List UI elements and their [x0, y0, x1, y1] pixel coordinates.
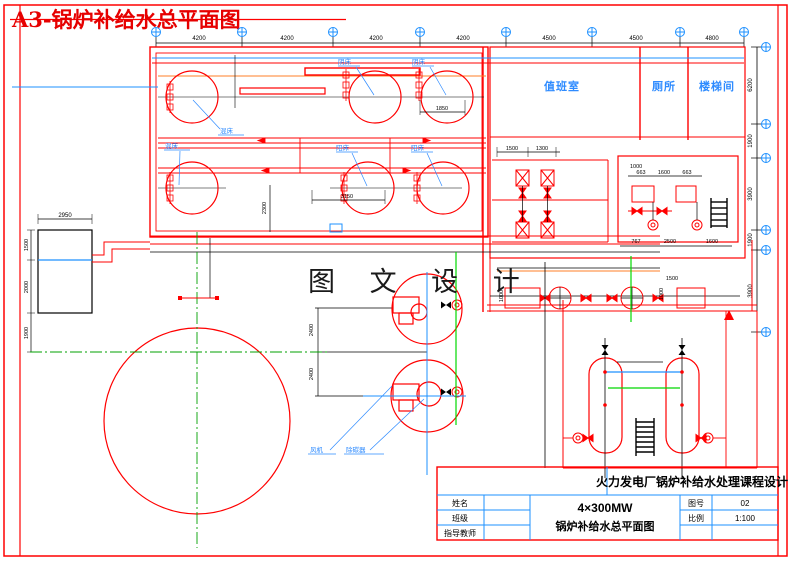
anion-bed-label: 阴床	[412, 57, 426, 66]
hall-pipe-bands	[158, 137, 486, 174]
name-label: 姓名	[452, 498, 468, 508]
hall-dimensions: 1850 3150 2300	[262, 100, 466, 232]
pump-room-dims: 1500 1300	[496, 146, 560, 157]
decarbonator-label: 除碳器	[346, 445, 366, 454]
dim-right-4: 1900	[748, 233, 754, 247]
cation-bed-label: 阳床	[411, 143, 425, 152]
right-dimension-chain: 6200 1900 3900 1900 3900	[748, 42, 771, 337]
dim-2400b: 2400	[309, 368, 315, 380]
room-toilet-label: 厕所	[652, 79, 676, 93]
dim-top-3: 4200	[369, 36, 383, 42]
title-block: 火力发电厂锅炉补给水处理课程设计 姓名 班级 指导教师 4×300MW 锅炉补给…	[436, 466, 788, 541]
dim-top-1: 4200	[192, 36, 206, 42]
fan-label: 风机	[310, 445, 324, 454]
dim-right-3: 3900	[748, 187, 754, 201]
dim-2400a: 2400	[309, 324, 315, 336]
pump-room	[492, 159, 609, 243]
left-water-tank: 2950 1500 2000 1900	[24, 213, 150, 353]
mixed-bed-label: 混床	[220, 126, 234, 135]
sheet-title: A3-锅炉补给水总平面图	[11, 7, 241, 32]
dim-right-2: 1900	[748, 134, 754, 148]
decarbonator-area: 2400 2400 风机 除碳器	[308, 252, 632, 475]
room-stairwell-label: 楼梯间	[699, 79, 735, 93]
dim-top-5: 4500	[542, 36, 556, 42]
stair-ladder	[710, 198, 728, 228]
sheet-frame	[3, 4, 788, 557]
dim-1600: 1600	[658, 170, 670, 176]
scale-value: 1:100	[735, 514, 756, 523]
dim-2950: 2950	[58, 213, 72, 219]
top-dimension-chain: 4200 4200 4200 4200 4500 4500 4800	[151, 27, 749, 47]
blue-duct-marker	[329, 223, 343, 233]
dim-top-4: 4200	[456, 36, 470, 42]
capsule-ladder	[635, 418, 655, 456]
dim-1500g: 1500	[666, 276, 678, 282]
dim-right-5: 3900	[748, 284, 754, 298]
drawing-number-label: 图号	[688, 499, 704, 508]
bed-vessels	[165, 70, 474, 215]
dim-top-7: 4800	[705, 36, 719, 42]
dim-2300: 2300	[262, 202, 268, 214]
dim-1000: 1000	[630, 164, 642, 170]
scale-label: 比例	[688, 513, 704, 523]
decarb-valves	[441, 299, 463, 398]
dosing-room: 1000 663 1600 663 767 2500 1600	[617, 155, 739, 247]
dim-1500: 1500	[506, 146, 518, 152]
anion-bed-label: 阴床	[338, 57, 352, 66]
clarifier-circle	[30, 232, 330, 548]
cation-bed-label: 阳床	[336, 143, 350, 152]
dim-2500: 2500	[664, 239, 676, 245]
dim-767: 767	[631, 239, 640, 245]
room-duty-label: 值班室	[544, 79, 580, 93]
dim-top-2: 4200	[280, 36, 294, 42]
dim-663a: 663	[636, 170, 645, 176]
dim-1000a: 1000	[499, 290, 505, 302]
vessel-valve-clusters	[166, 68, 423, 205]
project-title: 火力发电厂锅炉补给水处理课程设计	[596, 474, 788, 489]
dim-3150: 3150	[341, 194, 353, 200]
dim-top-6: 4500	[629, 36, 643, 42]
pipe-gallery: 1000 1000 1500	[487, 240, 757, 320]
dim-663b: 663	[682, 170, 691, 176]
top-wall-pipes	[12, 57, 744, 95]
drawing-title-line2: 锅炉补给水总平面图	[556, 519, 655, 533]
dim-1600b: 1600	[706, 239, 718, 245]
dim-1300: 1300	[536, 146, 548, 152]
hall-centerlines	[158, 55, 484, 189]
building-outline	[149, 46, 746, 312]
flow-arrow	[724, 310, 734, 320]
dim-1850: 1850	[436, 106, 448, 112]
storage-capsules	[544, 262, 758, 478]
advisor-label: 指导教师	[444, 528, 476, 538]
dim-2000l: 2000	[24, 281, 30, 293]
dim-1000b: 1000	[659, 288, 665, 300]
drawing-title-line1: 4×300MW	[577, 501, 633, 515]
mixed-bed-label: 混床	[165, 141, 179, 150]
drawing-number-value: 02	[741, 499, 750, 508]
dim-1900l: 1900	[24, 327, 30, 339]
dim-1500l: 1500	[24, 239, 30, 251]
class-label: 班级	[452, 513, 468, 523]
watermark-text: 图 文 设 计	[308, 267, 533, 298]
dim-right-1: 6200	[748, 78, 754, 92]
bed-labels: 阴床 阴床 阳床 阳床 混床 混床	[164, 57, 447, 187]
